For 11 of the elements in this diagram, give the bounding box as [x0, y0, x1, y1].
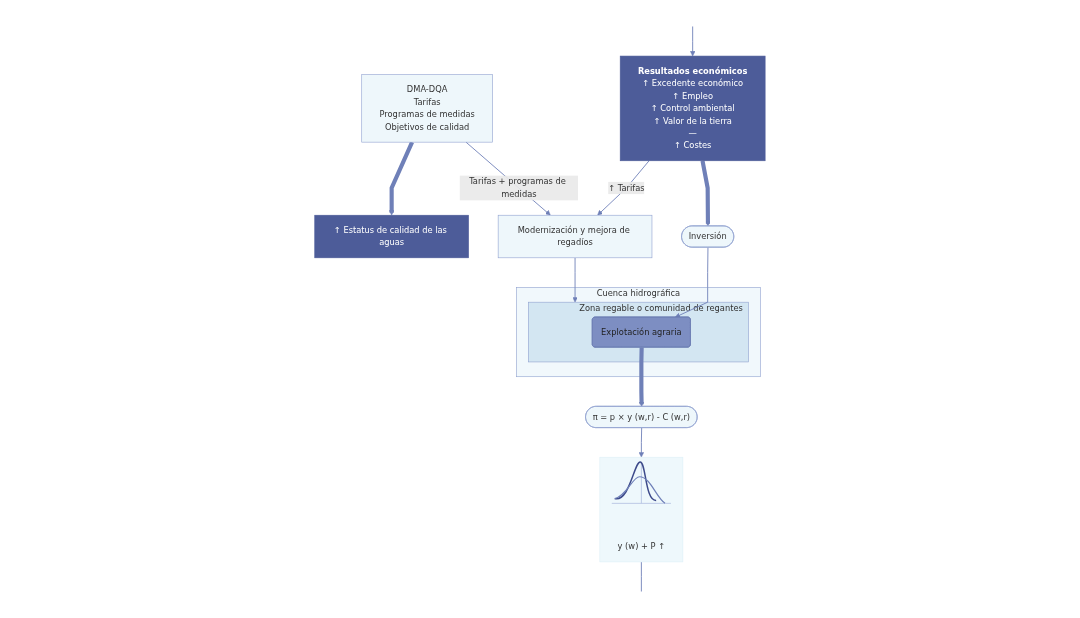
edge-label: Tarifas + programas de medidas	[469, 176, 566, 199]
arrow	[639, 347, 645, 407]
node-box: DMA-DQA Tarifas Programas de medidas Objetivos de calidad	[361, 74, 493, 143]
node-box: Modernización y mejora de regadíos	[497, 214, 653, 259]
arrow	[700, 160, 711, 227]
arrow	[389, 141, 415, 216]
connector	[641, 561, 642, 592]
edge-label: ↑ Tarifas	[608, 182, 645, 193]
node-box: ↑ Estatus de calidad de las aguas	[314, 214, 469, 259]
node-box: Resultados económicos ↑ Excedente económico ↑ Empleo ↑ Control ambiental ↑ Valor de la tierra — ↑ Costes	[619, 55, 766, 162]
node-box: y (w) + P ↑	[599, 456, 684, 563]
